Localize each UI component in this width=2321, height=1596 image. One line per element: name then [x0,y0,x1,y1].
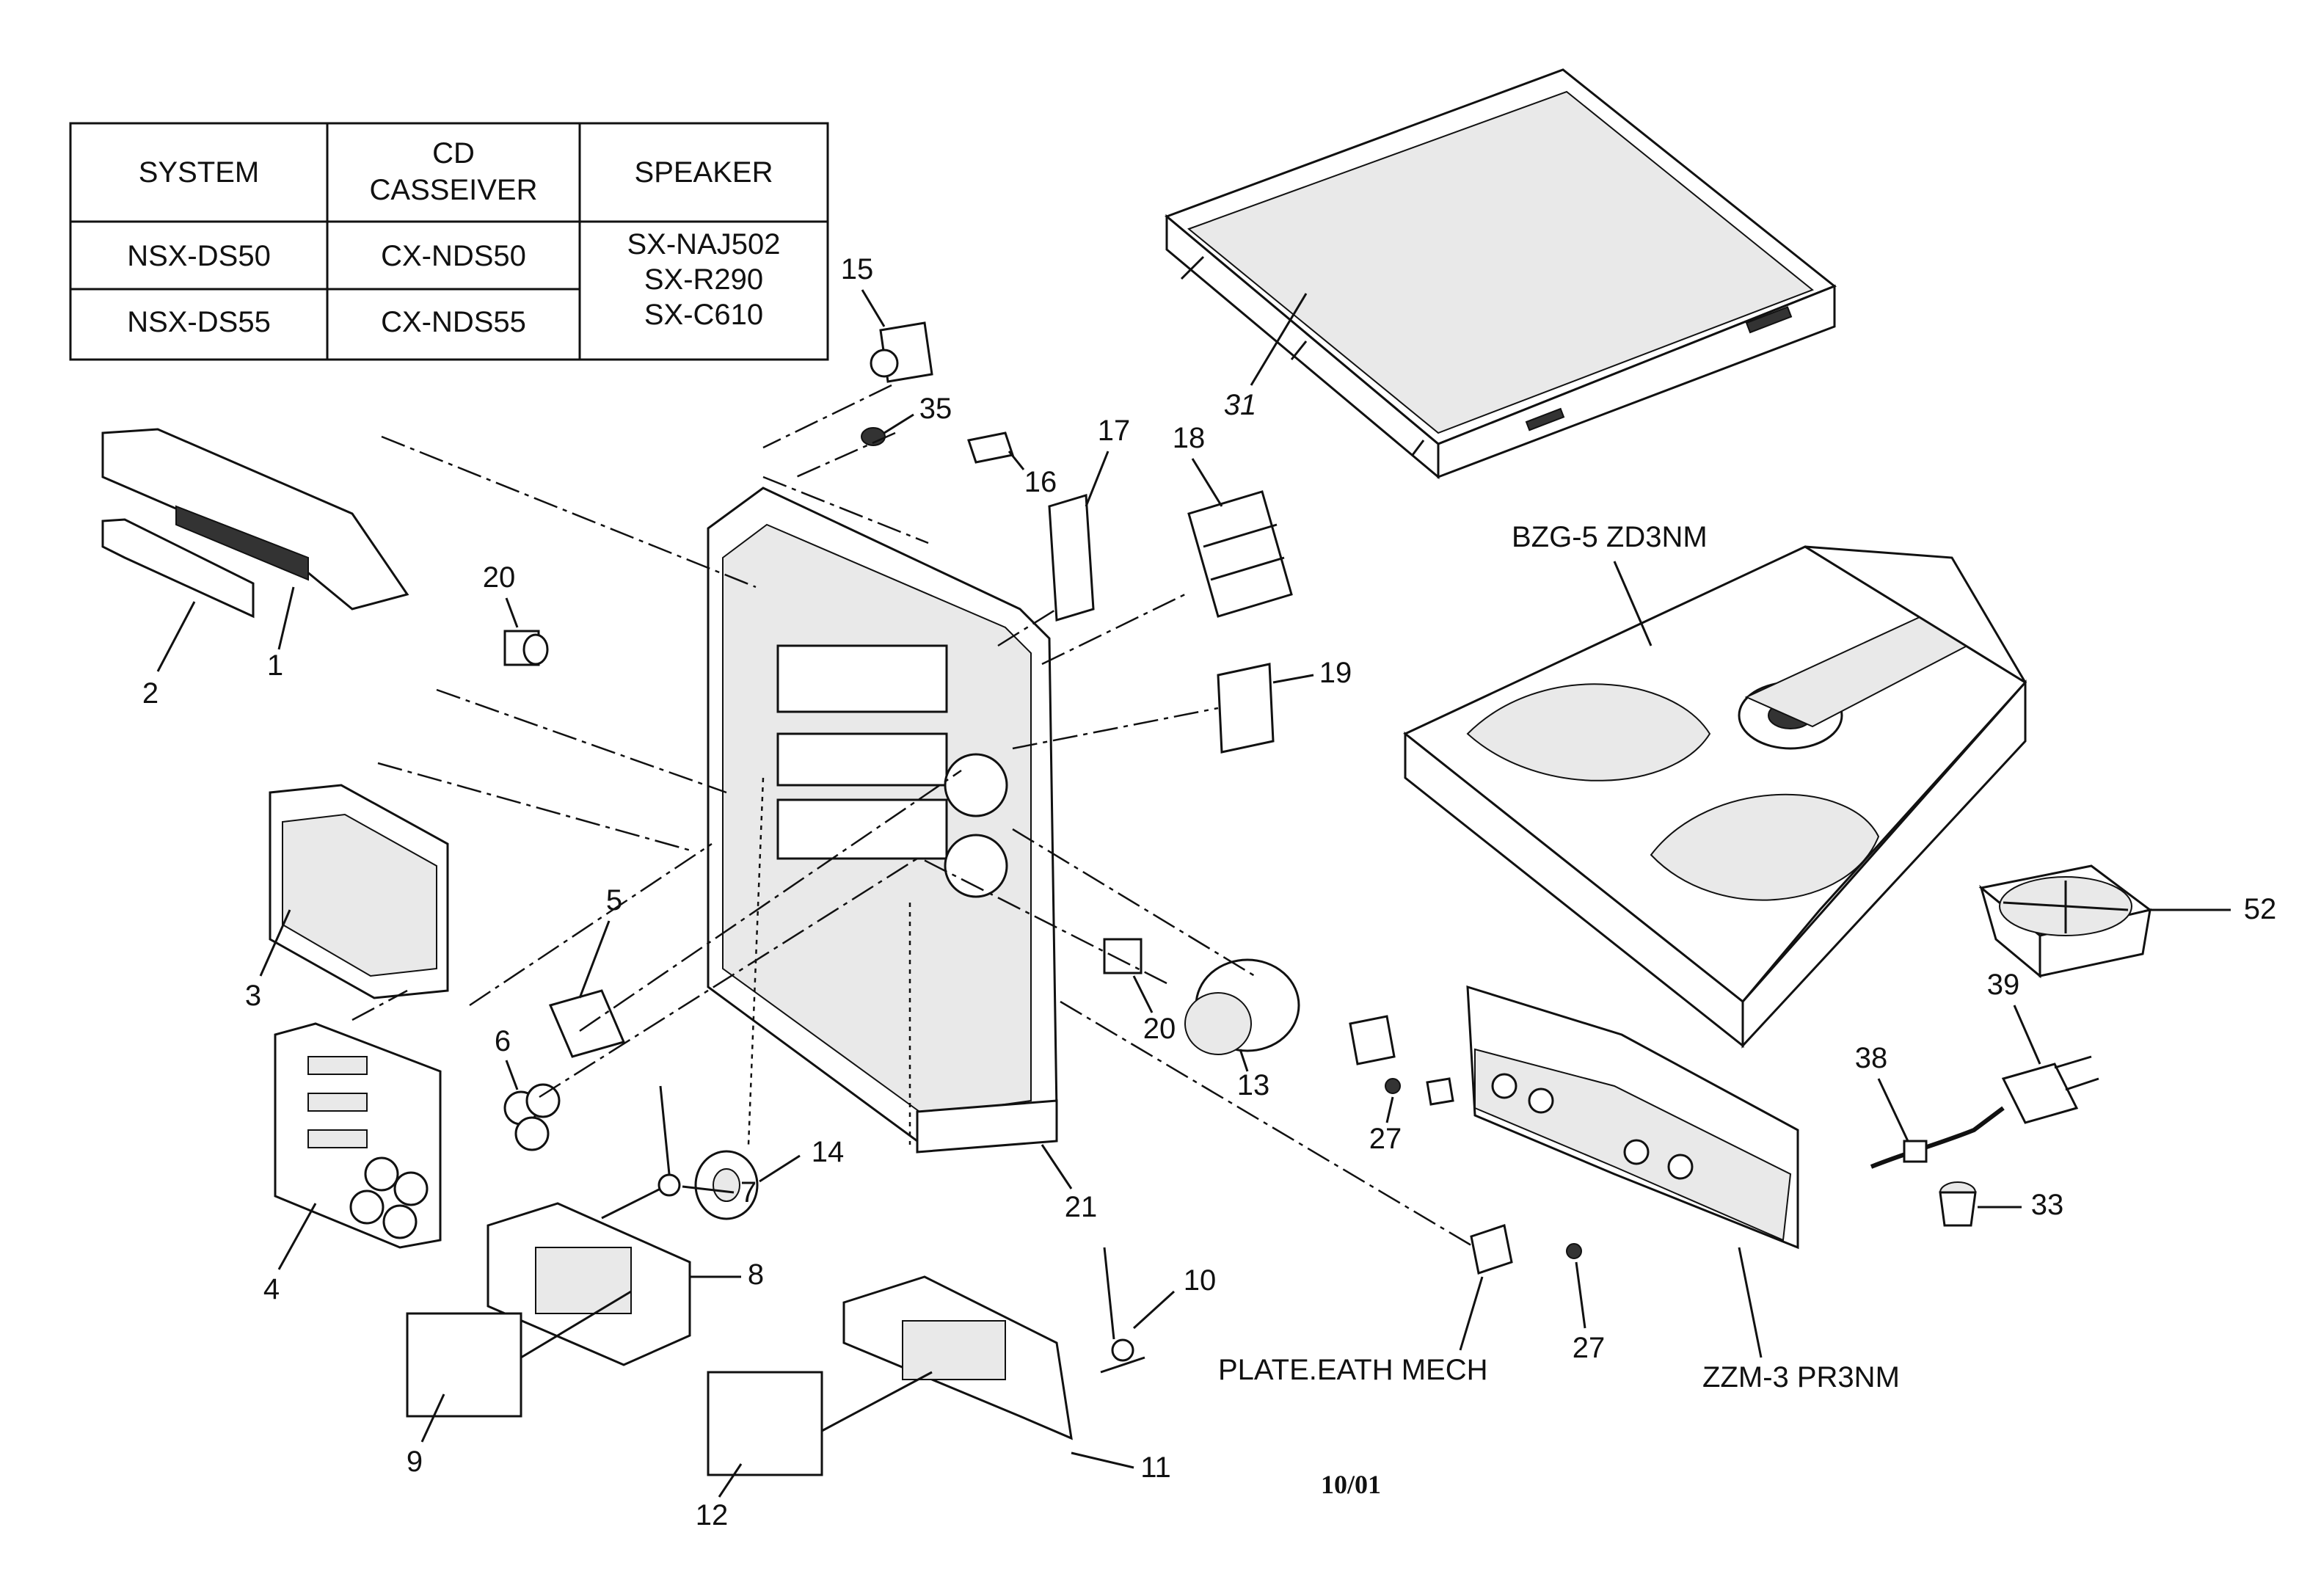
label-part-14: 14 [812,1136,845,1168]
top-cover-part [1165,68,1837,480]
cassette-door-part-9 [406,1312,522,1418]
label-part-20-upper: 20 [483,561,516,594]
label-part-52: 52 [2244,893,2277,925]
label-part-6: 6 [495,1025,511,1057]
pot-part-15 [870,321,933,383]
table-cell-system-2: NSX-DS55 [127,306,271,338]
footer-page-code: 10/01 [1321,1470,1381,1499]
label-cd-changer: BZG-5 ZD3NM [1512,521,1708,553]
label-part-38: 38 [1855,1042,1888,1074]
label-part-16: 16 [1024,466,1057,498]
foot-part-33 [1939,1181,1977,1227]
label-part-18: 18 [1173,422,1206,454]
label-part-4: 4 [263,1273,280,1305]
switch-part-19 [1217,663,1275,754]
label-part-11: 11 [1140,1451,1171,1484]
table-cell-speaker-3: SX-C610 [644,299,763,331]
display-window-part [269,784,449,999]
switch-part-5 [548,989,626,1058]
cassette-holder-part-8 [487,1202,691,1366]
cassette-mech-part [1349,985,1799,1250]
label-part-15: 15 [841,253,874,285]
label-part-1: 1 [267,649,283,682]
label-part-17: 17 [1098,415,1131,447]
label-part-35: 35 [919,393,952,425]
table-header-cd-line1: CD [432,137,475,170]
volume-knob-part-13 [1184,958,1300,1055]
connector-part-16 [967,431,1014,464]
label-part-7: 7 [740,1176,757,1209]
label-part-13: 13 [1237,1069,1270,1101]
part-labels: 1 2 3 4 5 6 7 8 9 10 11 12 13 14 15 16 1… [142,253,2276,1531]
label-part-3: 3 [245,980,261,1012]
spring-part-7 [657,1085,681,1197]
cd-changer-part [1403,545,2027,1049]
cord-bushing-part-38 [1870,1106,2005,1169]
power-plug-part-39 [2001,1055,2099,1124]
jack-part-6 [503,1083,561,1151]
label-part-12: 12 [696,1499,729,1531]
dial-part-14 [694,1150,759,1220]
cassette-door-part-12 [707,1371,823,1476]
fan-part [1978,864,2153,979]
knob-part-upper [503,630,549,666]
table-cell-cd-1: CX-NDS50 [381,240,526,272]
label-part-19: 19 [1319,657,1352,689]
table-header-speaker: SPEAKER [635,156,773,189]
assembly-labels: BZG-5 ZD3NM ZZM-3 PR3NM PLATE.EATH MECH [1218,521,1900,1393]
label-part-5: 5 [606,884,622,917]
label-part-8: 8 [748,1258,764,1291]
switch-part-18 [1187,490,1293,618]
spring-part-10 [1103,1247,1134,1362]
table-header-system: SYSTEM [139,156,259,189]
label-part-31: 31 [1224,389,1257,421]
label-part-9: 9 [407,1446,423,1478]
label-part-21: 21 [1065,1191,1098,1223]
front-panel-part [274,1022,442,1249]
table-cell-speaker-1: SX-NAJ502 [627,228,781,260]
label-part-20-lower: 20 [1143,1013,1176,1045]
screw-part-27-upper [1385,1078,1401,1094]
plate-earth-mech-part [1470,1224,1513,1275]
main-chassis-part [707,487,1058,1154]
label-part-2: 2 [142,677,159,710]
knob-part-lower [1103,938,1143,974]
table-header-cd-line2: CASSEIVER [370,174,538,206]
leader-lines [351,384,1476,1432]
label-part-10: 10 [1184,1264,1217,1297]
frame-part [101,518,255,619]
label-tape-mech: ZZM-3 PR3NM [1702,1361,1900,1393]
label-plate-earth-mech: PLATE.EATH MECH [1218,1354,1487,1386]
label-part-33: 33 [2031,1189,2064,1221]
model-table: SYSTEM CD CASSEIVER SPEAKER NSX-DS50 CX-… [69,122,829,361]
table-cell-system-1: NSX-DS50 [127,240,271,272]
table-cell-cd-2: CX-NDS55 [381,306,526,338]
table-cell-speaker-2: SX-R290 [644,263,763,296]
cassette-holder-part-11 [842,1275,1073,1440]
label-part-27-lower: 27 [1573,1332,1606,1364]
label-part-39: 39 [1987,969,2020,1001]
label-part-27-upper: 27 [1369,1123,1402,1155]
switch-part-17 [1048,494,1095,622]
screw-part-27-lower [1566,1243,1582,1259]
front-bar-part [101,428,409,611]
